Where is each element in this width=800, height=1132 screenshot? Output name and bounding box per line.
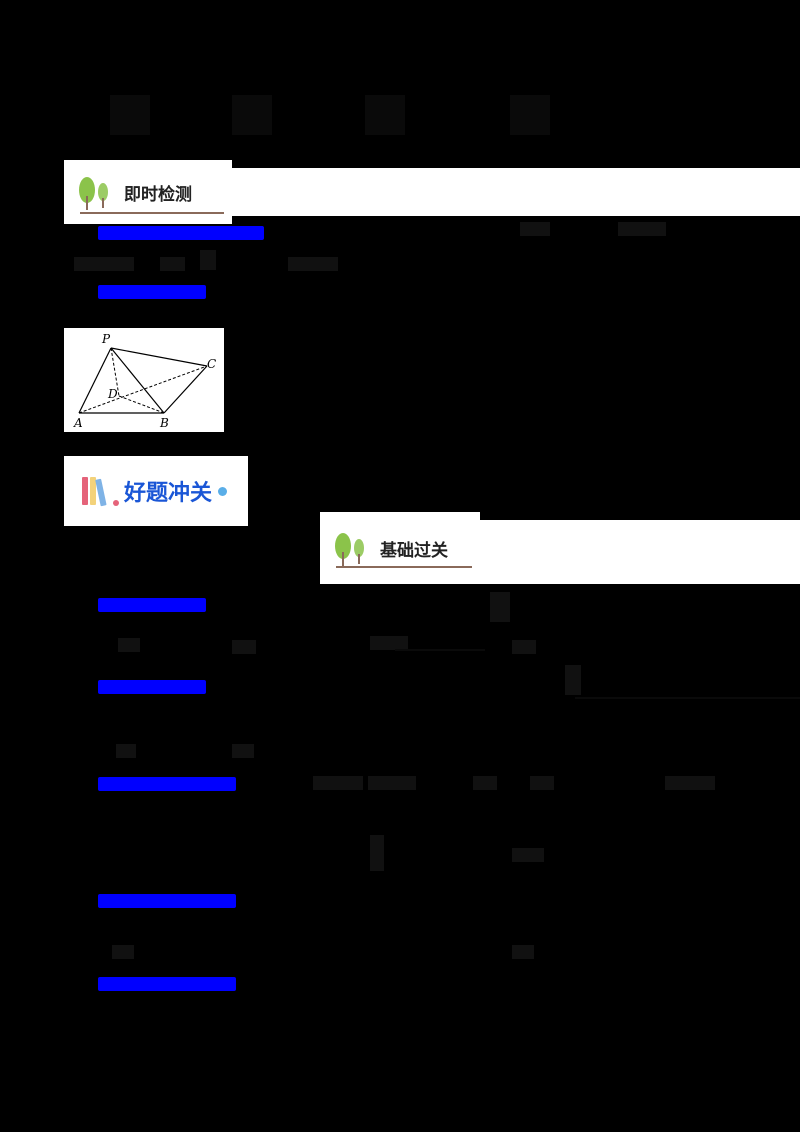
point-label-A: A: [73, 416, 83, 430]
text-fragment: [370, 636, 408, 650]
text-fragment: [370, 835, 384, 871]
text-fragment: [512, 848, 544, 862]
source-tag: [98, 598, 206, 612]
section-banner-immediate-check: 即时检测: [64, 160, 232, 224]
source-tag: [98, 977, 236, 991]
text-fragment: [112, 945, 134, 959]
text-fragment: [520, 222, 550, 236]
banner-extension: [232, 168, 800, 216]
text-fragment: [512, 640, 536, 654]
geometry-diagram: P C D A B: [64, 328, 224, 432]
section-banner-good-questions: 好题冲关: [64, 456, 248, 526]
title-char: [365, 95, 405, 135]
answer-blank: [575, 697, 800, 699]
answer-blank: [395, 649, 485, 651]
title-char: [232, 95, 272, 135]
point-label-P: P: [101, 332, 111, 346]
text-fragment: [565, 665, 581, 695]
section-banner-label: 即时检测: [124, 184, 192, 205]
tree-icon: [79, 177, 108, 210]
text-fragment: [618, 222, 666, 236]
text-fragment: [530, 776, 554, 790]
section-banner-label: 好题冲关: [124, 481, 213, 506]
source-tag: [98, 226, 264, 240]
text-fragment: [118, 638, 140, 652]
tree-icon: [335, 533, 364, 566]
text-fragment: [473, 776, 497, 790]
source-tag: [98, 680, 206, 694]
title-char: [110, 95, 150, 135]
text-fragment: [665, 776, 715, 790]
source-tag: [98, 777, 236, 791]
text-fragment: [200, 250, 216, 270]
banner-underline: [336, 566, 472, 568]
text-fragment: [313, 776, 363, 790]
source-tag: [98, 285, 206, 299]
dot-icon: [218, 486, 228, 496]
text-fragment: [116, 744, 136, 758]
section-banner-basic-pass: 基础过关: [320, 512, 480, 584]
text-fragment: [232, 744, 254, 758]
title-char: [510, 95, 550, 135]
text-fragment: [368, 776, 416, 790]
text-fragment: [490, 592, 510, 622]
point-label-C: C: [207, 357, 216, 371]
banner-underline: [80, 212, 224, 214]
section-banner-label: 基础过关: [380, 540, 448, 561]
text-fragment: [74, 257, 134, 271]
text-fragment: [512, 945, 534, 959]
point-label-B: B: [159, 416, 169, 430]
text-fragment: [232, 640, 256, 654]
text-fragment: [160, 257, 185, 271]
banner-extension: [480, 520, 800, 584]
source-tag: [98, 894, 236, 908]
text-fragment: [288, 257, 338, 271]
point-label-D: D: [107, 387, 118, 401]
books-icon: [82, 477, 119, 507]
